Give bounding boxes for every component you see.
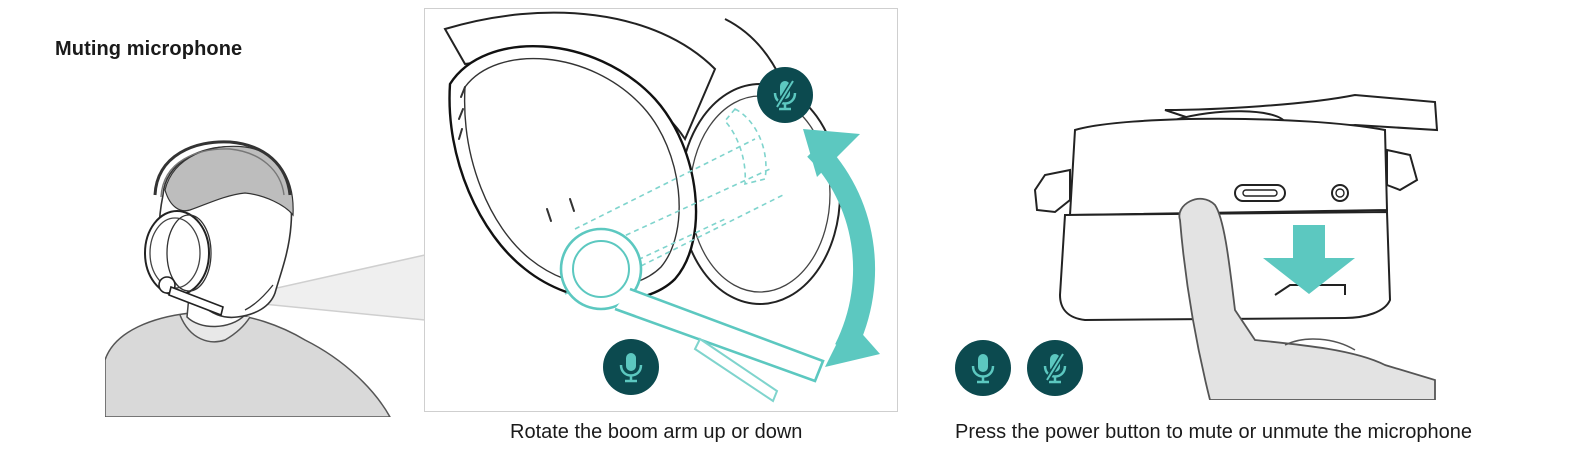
boom-arm-illustration — [443, 11, 880, 403]
rotate-caption: Rotate the boom arm up or down — [510, 421, 803, 443]
mic-on-badge — [603, 339, 659, 395]
headset-wearer-illustration — [105, 140, 425, 417]
microphone-icon — [603, 339, 659, 395]
boom-arm-rotation-frame — [424, 8, 898, 412]
power-button-illustration — [1033, 93, 1439, 400]
press-caption: Press the power button to mute or unmute… — [955, 421, 1472, 443]
section-title: Muting microphone — [55, 38, 243, 60]
mic-muted-badge — [757, 67, 813, 123]
mic-on-badge-right — [955, 340, 1011, 396]
microphone-muted-icon — [1027, 340, 1083, 396]
mic-muted-badge-right — [1027, 340, 1083, 396]
microphone-icon — [955, 340, 1011, 396]
microphone-muted-icon — [757, 67, 813, 123]
